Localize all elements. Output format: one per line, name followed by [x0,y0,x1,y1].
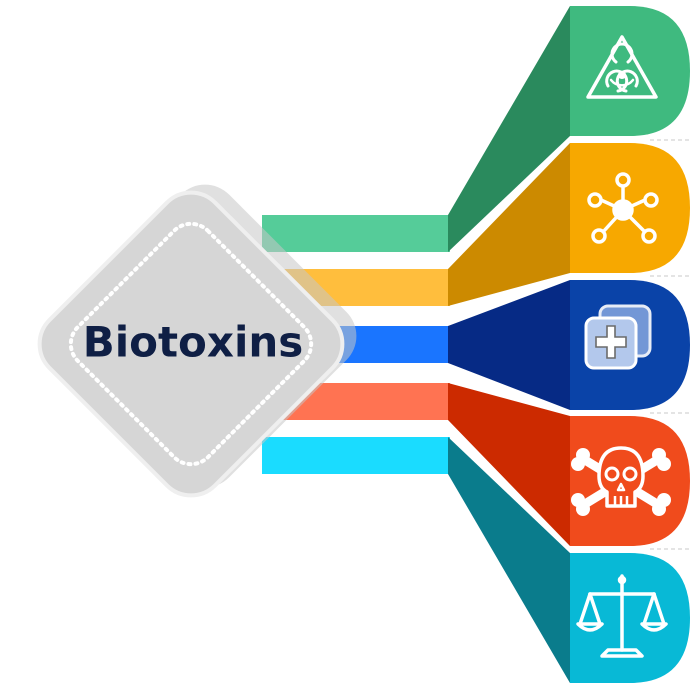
fan-band-law [448,437,570,683]
connector-bar-biohazard [262,215,450,252]
fan-bands [448,6,570,683]
scales-of-justice-icon [576,574,668,658]
dashed-dividers [650,139,692,550]
center-title: Biotoxins [83,318,304,367]
icon-tab-law [570,553,690,683]
skull-crossbones-icon [571,446,671,516]
biohazard-icon [586,35,658,99]
molecule-network-icon [587,172,659,244]
diamond-dotted-border [68,221,314,467]
diamond-body [37,190,345,498]
fan-band-molecule [448,143,570,306]
center-diamond: Biotoxins [37,184,357,498]
fan-band-biohazard [448,6,570,252]
fan-band-medical [448,280,570,410]
connector-bar-law [262,437,450,474]
medical-cross-icon [584,304,652,370]
fan-band-poison [448,383,570,546]
